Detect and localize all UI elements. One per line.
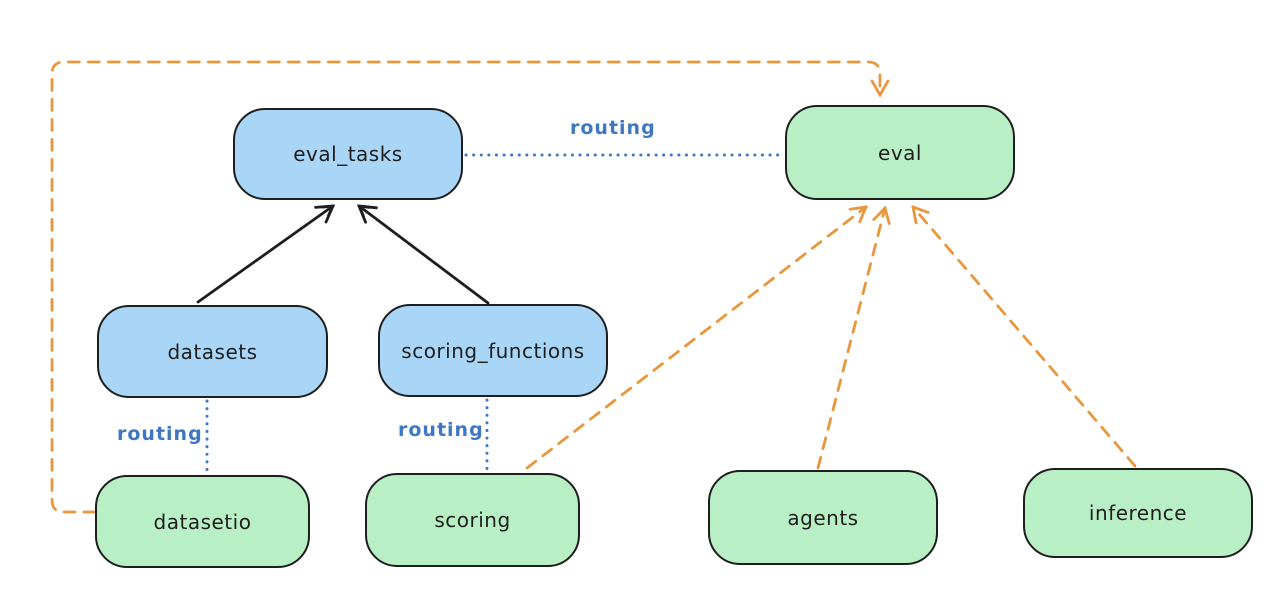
node-eval-tasks[interactable]: eval_tasks — [233, 108, 463, 200]
edge-label-routing-middle: routing — [398, 419, 484, 441]
edge-scoring-to-eval[interactable] — [525, 207, 866, 470]
node-agents[interactable]: agents — [708, 470, 938, 565]
node-eval-label: eval — [878, 140, 922, 165]
node-scoring[interactable]: scoring — [365, 473, 580, 567]
node-scoring-functions[interactable]: scoring_functions — [378, 304, 608, 397]
edge-label-routing-left: routing — [117, 423, 203, 445]
node-agents-label: agents — [787, 505, 859, 530]
node-scoring-label: scoring — [434, 508, 511, 532]
node-datasetio[interactable]: datasetio — [95, 475, 310, 568]
edge-inference-to-eval[interactable] — [913, 207, 1137, 468]
node-datasets-label: datasets — [167, 339, 258, 364]
node-inference-label: inference — [1088, 501, 1188, 525]
node-datasetio-label: datasetio — [153, 509, 252, 534]
node-eval-tasks-label: eval_tasks — [293, 142, 403, 166]
edge-label-routing-top: routing — [570, 117, 656, 139]
edge-datasetio-to-eval[interactable] — [50, 60, 880, 514]
edge-agents-to-eval[interactable] — [816, 208, 885, 470]
edge-scoring-functions-to-eval-tasks[interactable] — [359, 206, 490, 305]
node-datasets[interactable]: datasets — [97, 305, 328, 398]
node-inference[interactable]: inference — [1023, 468, 1253, 558]
edge-datasets-to-eval-tasks[interactable] — [196, 206, 333, 304]
node-eval[interactable]: eval — [785, 105, 1015, 200]
node-scoring-functions-label: scoring_functions — [401, 338, 585, 363]
